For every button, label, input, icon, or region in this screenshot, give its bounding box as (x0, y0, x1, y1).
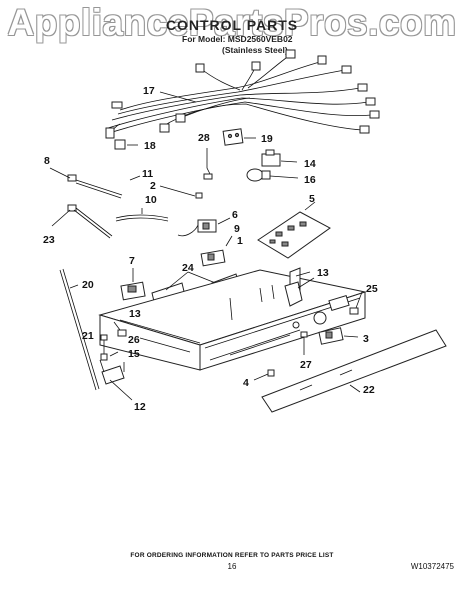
part-bracket-7 (120, 268, 146, 301)
callout-13-upper: 13 (317, 267, 329, 279)
part-clip-13-lower (113, 321, 127, 337)
callout-14: 14 (304, 158, 316, 170)
part-socket-14 (261, 149, 298, 167)
part-switch-3 (318, 327, 359, 345)
part-tie-11 (75, 175, 141, 199)
model-line: For Model: MSD2560VEB02 (182, 34, 293, 44)
callout-4: 4 (243, 377, 249, 389)
part-screw-4 (253, 369, 275, 381)
part-clip-13-upper (297, 277, 315, 289)
part-plate-19 (222, 128, 256, 146)
part-screw-25 (349, 291, 363, 315)
model-variant: (Stainless Steel) (222, 45, 288, 55)
callout-25: 25 (366, 283, 378, 295)
callout-21: 21 (82, 330, 94, 342)
callout-22: 22 (363, 384, 375, 396)
callout-11: 11 (142, 168, 153, 180)
part-trim-22 (261, 329, 447, 413)
part-tie-10 (115, 208, 169, 222)
document-number: W10372475 (410, 562, 454, 571)
callout-7: 7 (129, 255, 135, 267)
callout-28: 28 (198, 132, 210, 144)
callout-27: 27 (300, 359, 312, 371)
part-screw-26 (100, 351, 119, 361)
part-switch-9 (200, 235, 233, 267)
part-clip-8 (49, 167, 77, 182)
part-wire-28 (203, 148, 213, 180)
watermark: AppliancePartsPros.com (7, 2, 457, 43)
part-screw-21 (100, 334, 108, 356)
callout-15: 15 (128, 348, 140, 360)
callout-1: 1 (237, 235, 243, 247)
callout-5: 5 (309, 193, 315, 205)
callout-6: 6 (232, 209, 238, 221)
callout-17: 17 (143, 85, 155, 97)
part-housing-1 (98, 267, 367, 371)
ordering-note: FOR ORDERING INFORMATION REFER TO PARTS … (130, 552, 334, 559)
diagram-title: CONTROL PARTS (165, 17, 299, 33)
part-switch-6 (177, 217, 231, 237)
part-screw-2 (159, 185, 203, 199)
part-connector-18 (114, 139, 138, 150)
part-control-board-5 (257, 201, 331, 259)
callout-20: 20 (82, 279, 94, 291)
part-screw-27 (300, 331, 308, 355)
callout-16: 16 (304, 174, 316, 186)
callout-26: 26 (128, 334, 140, 346)
callout-9: 9 (234, 223, 240, 235)
part-clip-23 (51, 204, 77, 227)
callout-10: 10 (145, 194, 157, 206)
part-bracket-12 (99, 359, 133, 401)
callout-13-lower: 13 (129, 308, 141, 320)
part-rod-20 (59, 268, 100, 391)
wire-harness (105, 49, 380, 139)
callout-12: 12 (134, 401, 146, 413)
page-number: 16 (227, 562, 237, 571)
callout-18: 18 (144, 140, 156, 152)
callout-3: 3 (363, 333, 369, 345)
callout-24: 24 (182, 262, 194, 274)
callout-23: 23 (43, 234, 55, 246)
part-tie-23-strap (73, 207, 113, 239)
callout-8: 8 (44, 155, 50, 167)
part-bulb-16 (246, 168, 299, 182)
callout-19: 19 (261, 133, 273, 145)
callout-2: 2 (150, 180, 156, 192)
